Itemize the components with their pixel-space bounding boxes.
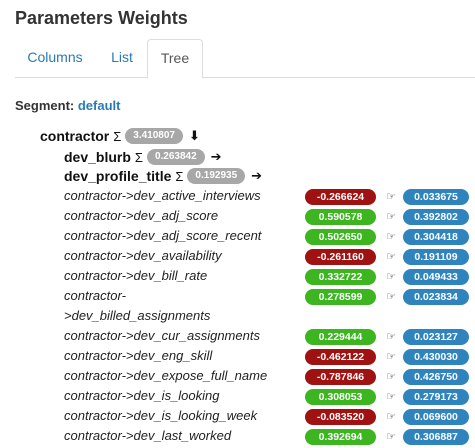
param-weight-badge: 0.191109: [403, 249, 469, 265]
pointing-hand-icon[interactable]: ☞: [386, 371, 396, 383]
segment-label: Segment:: [15, 98, 75, 113]
sum-badge: 0.192935: [187, 168, 246, 184]
pointing-hand-icon[interactable]: ☞: [386, 211, 396, 223]
param-label: contractor->dev_eng_skill: [64, 348, 213, 363]
pointing-hand-icon[interactable]: ☞: [386, 191, 396, 203]
right-arrow-icon[interactable]: ➔: [251, 168, 263, 183]
tree-node-root[interactable]: contractor Σ 3.410807 ⬇: [40, 127, 200, 145]
pointing-hand-icon[interactable]: ☞: [386, 431, 396, 443]
pointing-hand-icon[interactable]: ☞: [386, 291, 396, 303]
tree-node-name: dev_profile_title: [64, 168, 172, 184]
pointing-hand-icon[interactable]: ☞: [386, 391, 396, 403]
param-value-badge: -0.787846: [305, 369, 376, 385]
param-label: contractor->dev_active_interviews: [64, 188, 261, 203]
param-label: contractor->dev_cur_assignments: [64, 328, 260, 343]
pointing-hand-icon[interactable]: ☞: [386, 271, 396, 283]
param-weight-badge: 0.430030: [403, 349, 469, 365]
segment-selector: Segment: default: [15, 98, 120, 113]
param-value-badge: 0.392694: [305, 429, 376, 445]
param-weight-badge: 0.304418: [403, 229, 469, 245]
tab-list[interactable]: List: [111, 49, 133, 65]
tree-node-child[interactable]: dev_profile_title Σ 0.192935 ➔: [64, 167, 262, 185]
param-label: contractor->dev_adj_score_recent: [64, 228, 262, 243]
param-value-badge: 0.308053: [305, 389, 376, 405]
tab-columns[interactable]: Columns: [27, 49, 83, 65]
param-label: contractor->dev_expose_full_name: [64, 368, 268, 383]
param-value-badge: 0.278599: [305, 289, 376, 305]
param-value-badge: 0.590578: [305, 209, 376, 225]
tree-node-name: contractor: [40, 128, 110, 144]
pointing-hand-icon[interactable]: ☞: [386, 331, 396, 343]
param-weight-badge: 0.306887: [403, 429, 469, 445]
param-weight-badge: 0.049433: [403, 269, 469, 285]
tree-node-child[interactable]: dev_blurb Σ 0.263842 ➔: [64, 148, 222, 166]
tree-node-name: dev_blurb: [64, 149, 131, 165]
sum-badge: 0.263842: [146, 149, 205, 165]
param-label: contractor-: [64, 288, 126, 303]
param-label: contractor->dev_adj_score: [64, 208, 219, 223]
param-value-badge: 0.332722: [305, 269, 376, 285]
pointing-hand-icon[interactable]: ☞: [386, 411, 396, 423]
param-value-badge: -0.266624: [305, 189, 376, 205]
param-weight-badge: 0.023834: [403, 289, 469, 305]
pointing-hand-icon[interactable]: ☞: [386, 251, 396, 263]
param-value-badge: -0.083520: [305, 409, 376, 425]
sum-badge: 3.410807: [125, 128, 183, 144]
param-label: contractor->dev_is_looking_week: [64, 408, 258, 423]
param-label: contractor->dev_bill_rate: [64, 268, 208, 283]
sigma-icon: Σ: [175, 168, 184, 184]
tab-tree[interactable]: Tree: [147, 39, 203, 79]
param-label: contractor->dev_is_looking: [64, 388, 220, 403]
param-label: contractor->dev_availability: [64, 248, 222, 263]
param-value-badge: -0.261160: [305, 249, 376, 265]
pointing-hand-icon[interactable]: ☞: [386, 231, 396, 243]
param-value-badge: 0.502650: [305, 229, 376, 245]
right-arrow-icon[interactable]: ➔: [210, 149, 222, 164]
param-weight-badge: 0.279173: [403, 389, 469, 405]
param-weight-badge: 0.023127: [403, 329, 469, 345]
param-weight-badge: 0.426750: [403, 369, 469, 385]
param-weight-badge: 0.069600: [403, 409, 469, 425]
sigma-icon: Σ: [134, 149, 143, 165]
segment-value-link[interactable]: default: [77, 98, 121, 113]
down-arrow-icon[interactable]: ⬇: [189, 128, 200, 143]
param-label: contractor->dev_last_worked: [64, 428, 232, 443]
param-label-continued: >dev_billed_assignments: [64, 308, 211, 323]
param-weight-badge: 0.392802: [403, 209, 469, 225]
param-value-badge: 0.229444: [305, 329, 376, 345]
pointing-hand-icon[interactable]: ☞: [386, 351, 396, 363]
sigma-icon: Σ: [113, 128, 122, 144]
param-weight-badge: 0.033675: [403, 189, 469, 205]
param-value-badge: -0.462122: [305, 349, 376, 365]
tab-bar: Columns List Tree: [15, 39, 475, 79]
page-title: Parameters Weights: [15, 8, 188, 28]
